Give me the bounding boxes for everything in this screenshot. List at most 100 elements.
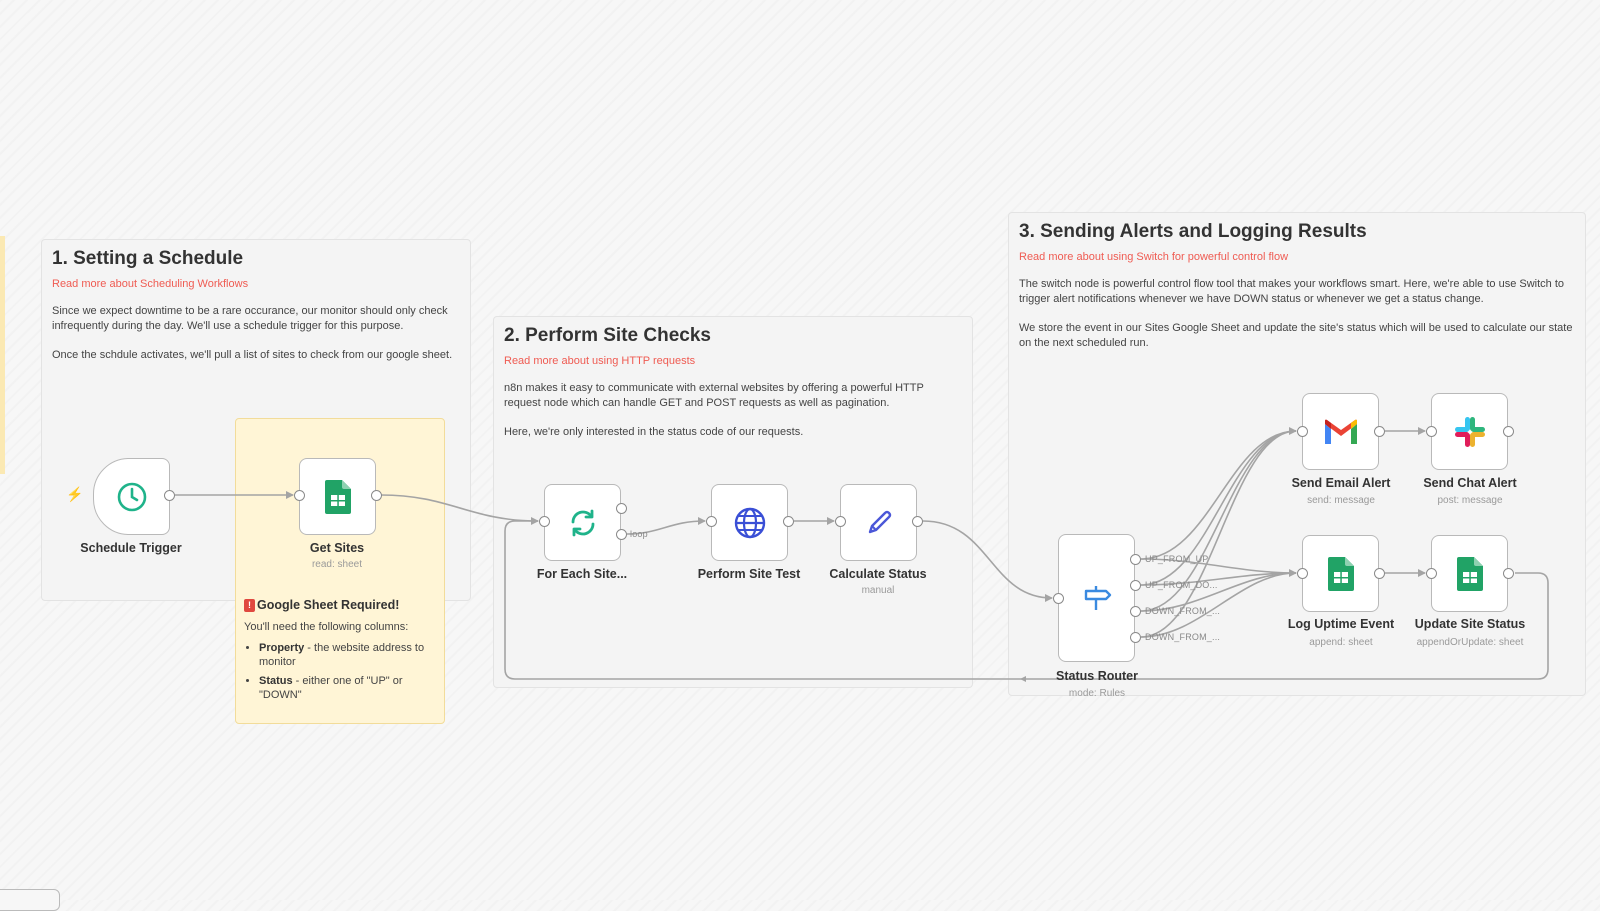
node-label: Log Uptime Event	[1287, 617, 1395, 631]
node-label: Get Sites	[309, 541, 365, 555]
input-handle[interactable]	[1297, 426, 1308, 437]
output-handle[interactable]	[1130, 632, 1141, 643]
note-paragraph: n8n makes it easy to communicate with ex…	[504, 382, 924, 409]
node-sublabel: append: sheet	[1309, 637, 1373, 648]
router-output-label: DOWN_FROM_...	[1145, 606, 1221, 616]
edge-router-up-from-down-to-email	[1140, 430, 1297, 586]
partial-sticky-note	[0, 236, 5, 474]
node-sublabel: read: sheet	[311, 559, 363, 570]
edge-router-up-from-up-to-email	[1140, 430, 1297, 560]
edge-get-sites-to-loop	[380, 494, 539, 525]
warning-icon: !	[244, 598, 255, 612]
node-sublabel: appendOrUpdate: sheet	[1416, 637, 1524, 648]
edge-calculate-to-router	[922, 520, 1053, 602]
google-sheets-icon	[1456, 556, 1483, 591]
edge-router-up-from-up-to-log	[1140, 558, 1297, 574]
list-item: Status - either one of "UP" or "DOWN"	[259, 674, 434, 702]
loop-icon	[571, 509, 594, 536]
send-chat-alert-node[interactable]	[1431, 393, 1508, 470]
google-sheets-icon	[324, 479, 351, 514]
node-label: Schedule Trigger	[80, 541, 182, 555]
edge-router-down-from-down-to-log	[1140, 569, 1297, 638]
required-columns-list: Property - the website address to monito…	[244, 641, 434, 702]
node-label: Perform Site Test	[697, 567, 801, 581]
input-handle[interactable]	[1426, 568, 1437, 579]
node-label: Calculate Status	[829, 567, 927, 581]
edge-router-up-from-down-to-log	[1140, 572, 1297, 586]
schedule-trigger-node[interactable]	[93, 458, 170, 535]
node-label: For Each Site...	[536, 567, 628, 581]
log-uptime-event-node[interactable]	[1302, 535, 1379, 612]
for-each-site-node[interactable]	[544, 484, 621, 561]
node-label: Update Site Status	[1414, 617, 1526, 631]
status-router-node[interactable]	[1058, 534, 1135, 662]
signpost-icon	[1084, 586, 1111, 610]
calculate-status-node[interactable]	[840, 484, 917, 561]
sheet-required-subtitle: You'll need the following columns:	[244, 621, 409, 633]
router-output-label: UP_FROM_UP	[1145, 554, 1209, 564]
input-handle[interactable]	[1053, 593, 1064, 604]
note-title: 3. Sending Alerts and Logging Results	[1019, 221, 1367, 242]
note-paragraph: We store the event in our Sites Google S…	[1019, 322, 1573, 349]
output-handle[interactable]	[783, 516, 794, 527]
note-title: 2. Perform Site Checks	[504, 325, 711, 346]
input-handle[interactable]	[1297, 568, 1308, 579]
router-output-label: UP_FROM_DO...	[1145, 580, 1218, 590]
output-handle[interactable]	[1374, 426, 1385, 437]
node-sublabel: post: message	[1437, 495, 1503, 506]
node-label: Send Email Alert	[1291, 476, 1391, 490]
perform-site-test-node[interactable]	[711, 484, 788, 561]
output-handle[interactable]	[912, 516, 923, 527]
update-site-status-node[interactable]	[1431, 535, 1508, 612]
sheet-required-content: ! Google Sheet Required! You'll need the…	[244, 598, 434, 707]
edge-loop-to-site-test	[626, 517, 706, 535]
loop-output-label: loop	[630, 529, 648, 539]
get-sites-node[interactable]	[299, 458, 376, 535]
clock-icon	[117, 482, 146, 511]
node-label: Send Chat Alert	[1423, 476, 1517, 490]
note-paragraph: The switch node is powerful control flow…	[1019, 278, 1564, 305]
output-handle[interactable]	[1503, 426, 1514, 437]
done-output-handle[interactable]	[616, 503, 627, 514]
input-handle[interactable]	[294, 490, 305, 501]
router-output-label: DOWN_FROM_...	[1145, 632, 1221, 642]
note-link[interactable]: Read more about Scheduling Workflows	[52, 278, 249, 290]
sheet-required-title: ! Google Sheet Required!	[244, 598, 434, 612]
trigger-bolt-icon: ⚡	[66, 486, 84, 502]
output-handle[interactable]	[164, 490, 175, 501]
node-sublabel: send: message	[1307, 495, 1375, 506]
note-paragraph: Here, we're only interested in the statu…	[504, 426, 804, 438]
slack-icon	[1454, 416, 1485, 447]
edge-direction-arrow	[1020, 676, 1026, 682]
node-label: Status Router	[1056, 669, 1138, 683]
node-sublabel: mode: Rules	[1068, 688, 1126, 699]
output-handle[interactable]	[1130, 606, 1141, 617]
list-item: Property - the website address to monito…	[259, 641, 434, 669]
globe-icon	[734, 507, 765, 538]
node-sublabel: manual	[861, 585, 895, 596]
google-sheets-icon	[1327, 556, 1354, 591]
note-title: 1. Setting a Schedule	[52, 248, 244, 269]
loop-output-handle[interactable]	[616, 529, 627, 540]
note-link[interactable]: Read more about using HTTP requests	[504, 355, 696, 367]
input-handle[interactable]	[539, 516, 550, 527]
output-handle[interactable]	[371, 490, 382, 501]
note-link[interactable]: Read more about using Switch for powerfu…	[1019, 251, 1289, 263]
edge-router-down-from-up-to-log	[1140, 572, 1297, 612]
note-paragraph: Since we expect downtime to be a rare oc…	[52, 305, 448, 332]
edge-router-down-from-down-to-email	[1140, 427, 1297, 638]
pencil-icon	[868, 510, 891, 533]
gmail-icon	[1324, 419, 1357, 444]
output-handle[interactable]	[1503, 568, 1514, 579]
note-paragraph: Once the schdule activates, we'll pull a…	[52, 349, 453, 361]
input-handle[interactable]	[706, 516, 717, 527]
canvas-controls-tab[interactable]	[0, 889, 60, 911]
edge-update-back-to-loop	[504, 520, 1549, 680]
input-handle[interactable]	[835, 516, 846, 527]
output-handle[interactable]	[1130, 580, 1141, 591]
input-handle[interactable]	[1426, 426, 1437, 437]
output-handle[interactable]	[1130, 554, 1141, 565]
send-email-alert-node[interactable]	[1302, 393, 1379, 470]
output-handle[interactable]	[1374, 568, 1385, 579]
